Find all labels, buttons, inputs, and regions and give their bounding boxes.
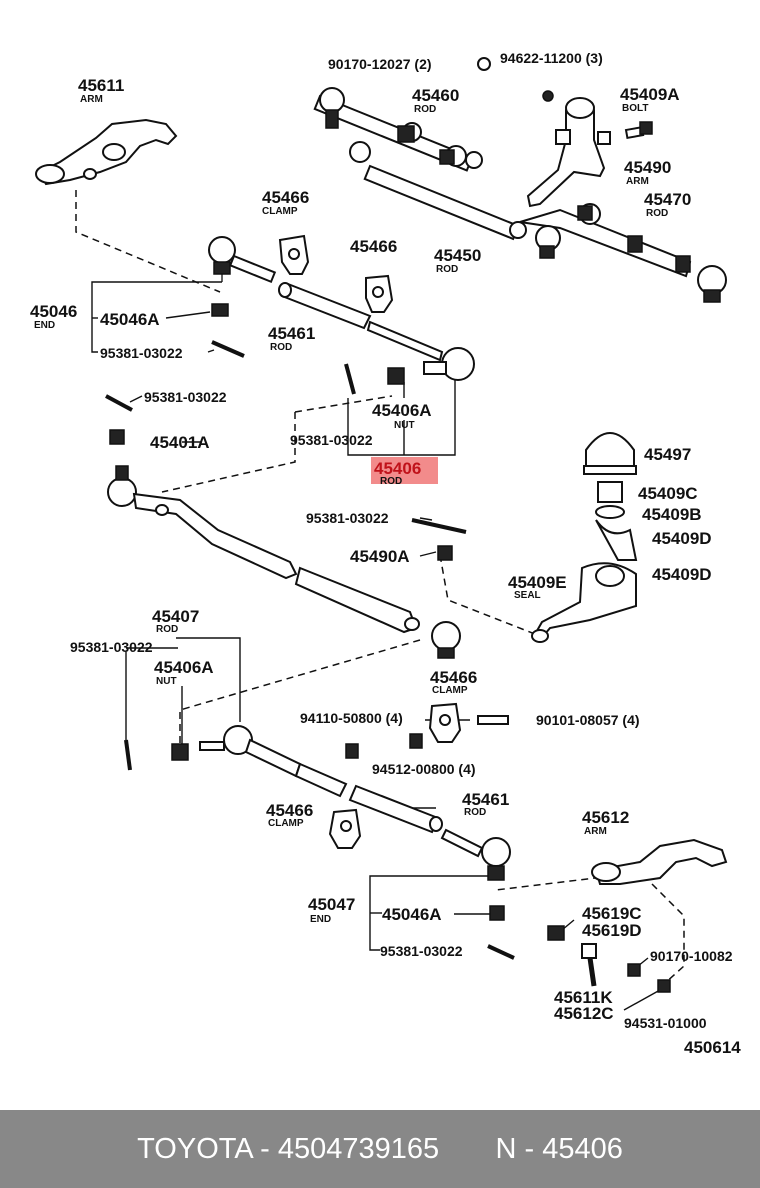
parts-diagram: 45611 ARM 90170-12027 (2) 94622-11200 (3…	[30, 50, 741, 1057]
label-45466-c: 45466	[430, 668, 477, 687]
label-45461-a-rod: ROD	[270, 342, 292, 353]
label-45407-rod: ROD	[156, 624, 178, 635]
label-45046: 45046	[30, 302, 77, 321]
label-45470-rod: ROD	[646, 208, 668, 219]
label-45490: 45490	[624, 158, 671, 177]
center-rod-45406	[107, 465, 467, 659]
label-45409B: 45409B	[642, 505, 702, 524]
label-45406A-a: 45406A	[372, 401, 432, 420]
dashed-leader-lines	[75, 190, 685, 985]
label-94512: 94512-00800 (4)	[372, 761, 476, 777]
label-nut-a: NUT	[394, 420, 415, 431]
clamp-45466-lower	[328, 702, 509, 849]
label-45409D-b: 45409D	[652, 565, 712, 584]
relay-rod-45460-45470	[313, 87, 727, 303]
label-45461-b-rod: ROD	[464, 807, 486, 818]
label-clamp-a: CLAMP	[262, 206, 298, 217]
tie-rod-end-45046	[105, 236, 277, 445]
clamp-45466-upper	[278, 234, 394, 313]
label-45466-b: 45466	[350, 237, 397, 256]
part-labels: 45611 ARM 90170-12027 (2) 94622-11200 (3…	[30, 50, 741, 1057]
label-45619D: 45619D	[582, 921, 642, 940]
label-nut-b: NUT	[156, 676, 177, 687]
label-seal: SEAL	[514, 590, 541, 601]
label-94622: 94622-11200 (3)	[500, 50, 603, 66]
label-45612C: 45612C	[554, 1004, 614, 1023]
label-45490A: 45490A	[350, 547, 410, 566]
label-45612-arm: ARM	[584, 826, 607, 837]
label-45046A-b: 45046A	[382, 905, 442, 924]
label-bolt: BOLT	[622, 103, 648, 114]
label-45461-b: 45461	[462, 790, 509, 809]
label-45490-arm: ARM	[626, 176, 649, 187]
label-end-b: END	[310, 914, 331, 925]
label-45466-d: 45466	[266, 801, 313, 820]
diagram-number: 450614	[684, 1038, 741, 1057]
label-95381-d: 95381-03022	[306, 510, 389, 526]
label-45409C: 45409C	[638, 484, 698, 503]
label-end-a: END	[34, 320, 55, 331]
label-90101: 90101-08057 (4)	[536, 712, 640, 728]
label-94110: 94110-50800 (4)	[300, 710, 403, 726]
label-45460-rod: ROD	[414, 104, 436, 115]
rod-45407-lower	[124, 725, 348, 798]
steering-arm-45611	[35, 118, 178, 186]
label-45611K: 45611K	[554, 988, 613, 1007]
label-45401A: 45401A	[150, 433, 210, 452]
rod-45461-upper	[278, 282, 475, 395]
label-45611: 45611	[78, 76, 124, 95]
label-45461-a: 45461	[268, 324, 315, 343]
label-45612: 45612	[582, 808, 629, 827]
label-45470: 45470	[644, 190, 691, 209]
label-45460: 45460	[412, 86, 459, 105]
rod-45461-lower	[348, 784, 515, 960]
label-94531: 94531-01000	[624, 1015, 707, 1031]
footer-part-info: TOYOTA - 4504739165 N - 45406	[137, 1132, 623, 1165]
label-45450: 45450	[434, 246, 481, 265]
label-arm: ARM	[80, 94, 103, 105]
label-95381-f: 95381-03022	[380, 943, 463, 959]
highlight-box	[371, 457, 438, 484]
label-45406-rod: ROD	[380, 476, 402, 487]
label-90170-10082: 90170-10082	[650, 948, 733, 964]
label-45466-a: 45466	[262, 188, 309, 207]
label-45497: 45497	[644, 445, 691, 464]
label-45406: 45406	[374, 459, 421, 478]
idler-arm-45490	[477, 57, 653, 208]
steering-arm-45612	[547, 838, 728, 993]
label-45046A-a: 45046A	[100, 310, 160, 329]
label-clamp-c: CLAMP	[432, 685, 468, 696]
label-95381-a: 95381-03022	[100, 345, 183, 361]
label-95381-e: 95381-03022	[70, 639, 153, 655]
label-45406A-b: 45406A	[154, 658, 214, 677]
label-45047: 45047	[308, 895, 355, 914]
label-95381-b: 95381-03022	[144, 389, 227, 405]
label-45409D-a: 45409D	[652, 529, 712, 548]
idler-arm-45409	[531, 432, 638, 643]
footer-bar: TOYOTA - 4504739165 N - 45406	[0, 1110, 760, 1188]
label-45450-rod: ROD	[436, 264, 458, 275]
label-45407: 45407	[152, 607, 199, 626]
label-90170-12027: 90170-12027 (2)	[328, 56, 432, 72]
label-45619C: 45619C	[582, 904, 642, 923]
label-45409A: 45409A	[620, 85, 680, 104]
label-clamp-d: CLAMP	[268, 818, 304, 829]
label-45409E: 45409E	[508, 573, 567, 592]
label-95381-c: 95381-03022	[290, 432, 373, 448]
